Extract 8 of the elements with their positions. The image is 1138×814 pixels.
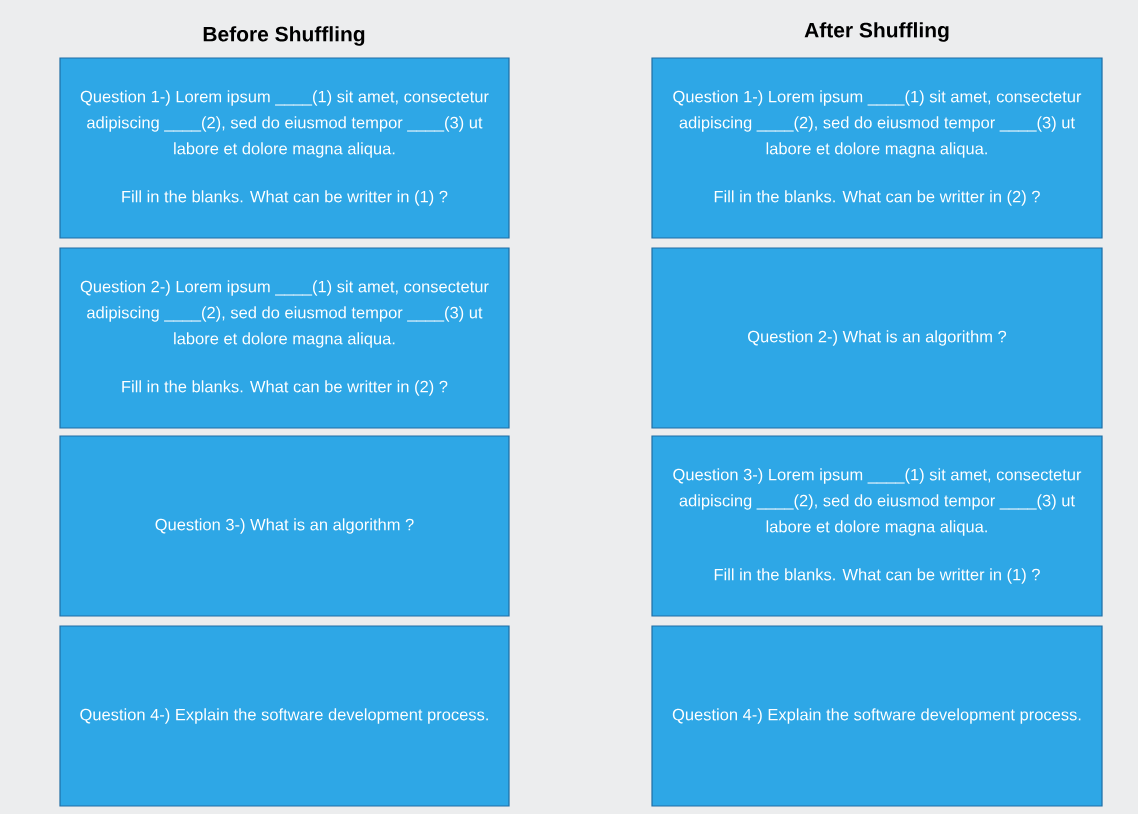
question-box: Question 4-) Explain the software development process. [59,625,510,807]
question-box: Question 3-) Lorem ipsum ____(1) sit amet, consectetur adipiscing ____(2), sed do eiusmod tempor ____(3) ut labore et dolore magna aliqua. Fill in the blanks. What can be writter in (1) ? [651,435,1103,617]
question-box: Question 2-) Lorem ipsum ____(1) sit amet, consectetur adipiscing ____(2), sed do eiusmod tempor ____(3) ut labore et dolore magna aliqua. Fill in the blanks. What can be writter in (2) ? [59,247,510,429]
question-box: Question 4-) Explain the software development process. [651,625,1103,807]
question-box: Question 3-) What is an algorithm ? [59,435,510,617]
question-box: Question 1-) Lorem ipsum ____(1) sit amet, consectetur adipiscing ____(2), sed do eiusmod tempor ____(3) ut labore et dolore magna aliqua. Fill in the blanks. What can be writter in (1) ? [59,57,510,239]
question-box: Question 1-) Lorem ipsum ____(1) sit amet, consectetur adipiscing ____(2), sed do eiusmod tempor ____(3) ut labore et dolore magna aliqua. Fill in the blanks. What can be writter in (2) ? [651,57,1103,239]
question-box: Question 2-) What is an algorithm ? [651,247,1103,429]
